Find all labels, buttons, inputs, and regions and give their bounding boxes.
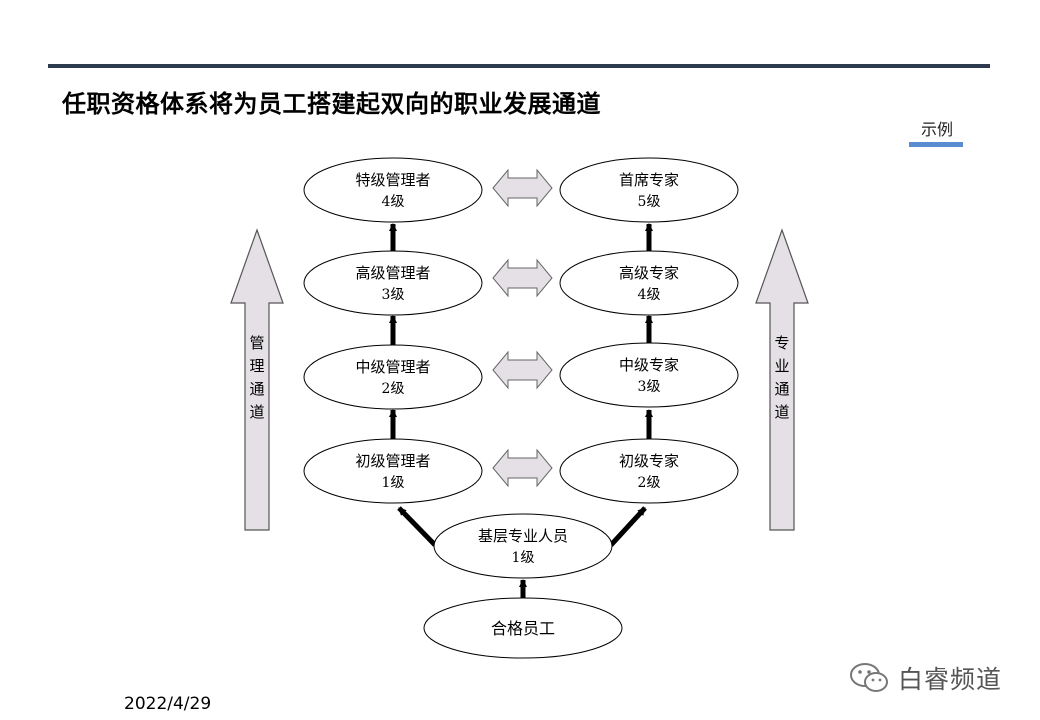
management-channel-char: 管 xyxy=(249,334,264,352)
svg-text:合格员工: 合格员工 xyxy=(491,619,555,638)
watermark: 白睿频道 xyxy=(848,660,1002,696)
svg-text:高级管理者: 高级管理者 xyxy=(355,264,430,282)
management-channel-char: 道 xyxy=(249,403,264,421)
watermark-text: 白睿频道 xyxy=(898,665,1003,694)
svg-text:2级: 2级 xyxy=(638,475,661,491)
svg-text:中级管理者: 中级管理者 xyxy=(355,358,430,376)
svg-text:1级: 1级 xyxy=(512,550,535,566)
double-arrow xyxy=(492,350,553,390)
svg-text:初级管理者: 初级管理者 xyxy=(355,452,430,470)
node-exp2: 初级专家 2级 xyxy=(559,438,739,504)
professional-channel-char: 通 xyxy=(774,380,789,398)
svg-text:基层专业人员: 基层专业人员 xyxy=(478,527,568,545)
svg-text:4级: 4级 xyxy=(638,287,661,303)
svg-text:首席专家: 首席专家 xyxy=(619,171,679,189)
double-arrow xyxy=(492,168,553,208)
management-channel-char: 通 xyxy=(249,380,264,398)
node-qualified: 合格员工 xyxy=(423,597,623,659)
node-mgr1: 初级管理者 1级 xyxy=(303,438,483,504)
svg-text:中级专家: 中级专家 xyxy=(619,356,679,374)
node-mgr2: 中级管理者 2级 xyxy=(303,344,483,410)
node-mgr4: 特级管理者 4级 xyxy=(303,157,483,223)
svg-text:2级: 2级 xyxy=(382,381,405,397)
svg-text:3级: 3级 xyxy=(638,379,661,395)
node-mgr3: 高级管理者 3级 xyxy=(303,250,483,316)
page-title: 任职资格体系将为员工搭建起双向的职业发展通道 xyxy=(62,90,601,118)
progress-arrow xyxy=(397,506,437,547)
node-exp5: 首席专家 5级 xyxy=(559,157,739,223)
progress-arrow xyxy=(609,506,647,547)
legend-label: 示例 xyxy=(920,120,953,139)
management-channel-arrow xyxy=(230,228,284,531)
professional-channel-char: 道 xyxy=(774,403,789,421)
node-base: 基层专业人员 1级 xyxy=(433,513,613,579)
node-exp4: 高级专家 4级 xyxy=(559,250,739,316)
double-arrow xyxy=(492,258,553,298)
svg-text:1级: 1级 xyxy=(382,475,405,491)
management-channel-char: 理 xyxy=(249,357,264,375)
date-label: 2022/4/29 xyxy=(124,694,212,714)
svg-text:高级专家: 高级专家 xyxy=(619,264,679,282)
professional-channel-arrow xyxy=(755,228,809,531)
top-rule xyxy=(48,64,990,68)
svg-text:3级: 3级 xyxy=(382,287,405,303)
wechat-icon xyxy=(850,663,888,692)
professional-channel-char: 业 xyxy=(774,357,789,375)
svg-text:4级: 4级 xyxy=(382,194,405,210)
svg-text:特级管理者: 特级管理者 xyxy=(355,171,430,189)
double-arrow xyxy=(492,448,553,488)
svg-text:5级: 5级 xyxy=(638,194,661,210)
node-exp3: 中级专家 3级 xyxy=(559,342,739,408)
professional-channel-char: 专 xyxy=(774,334,789,352)
legend-bar xyxy=(909,142,963,147)
svg-text:初级专家: 初级专家 xyxy=(619,452,679,470)
